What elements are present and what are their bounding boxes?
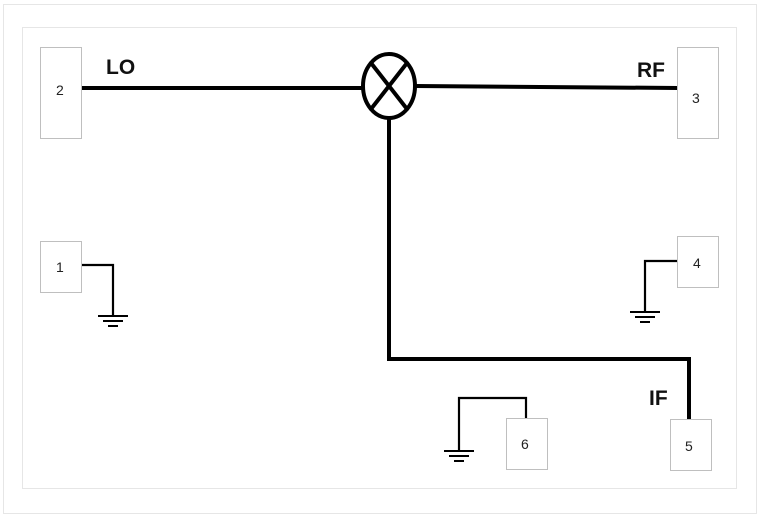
mixer-icon (361, 52, 417, 120)
ground-icon (444, 450, 474, 462)
pad-4-number: 4 (693, 255, 701, 271)
lo-label: LO (106, 56, 135, 79)
pad-1-ground-wire (82, 263, 115, 315)
pad-6: 6 (506, 418, 548, 470)
pad-3-number: 3 (692, 90, 700, 106)
rf-wire (413, 83, 679, 91)
pad-5: 5 (670, 419, 712, 471)
if-label: IF (649, 387, 668, 410)
pad-6-number: 6 (521, 436, 529, 452)
pad-4-ground-wire (643, 259, 677, 311)
pad-6-ground-wire (457, 396, 528, 450)
pad-2: 2 (40, 47, 82, 139)
if-wire (387, 118, 691, 420)
pad-1: 1 (40, 241, 82, 293)
inner-frame (22, 27, 737, 489)
ground-icon (98, 315, 128, 327)
pad-3: 3 (677, 47, 719, 139)
pad-1-number: 1 (56, 259, 64, 275)
rf-label: RF (637, 59, 665, 82)
pad-5-number: 5 (685, 438, 693, 454)
outer-frame (3, 4, 757, 514)
ground-icon (630, 311, 660, 323)
pad-4: 4 (677, 236, 719, 288)
pad-2-number: 2 (56, 82, 64, 98)
